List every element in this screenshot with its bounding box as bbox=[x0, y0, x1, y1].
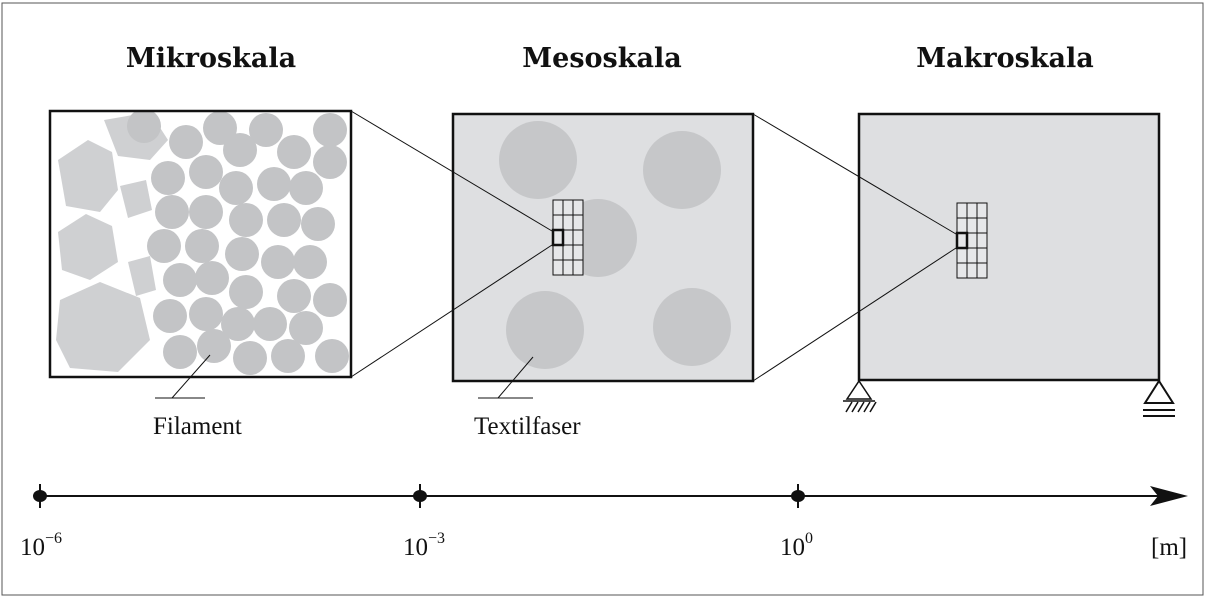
filament-circle bbox=[315, 339, 349, 373]
macro-panel-frame bbox=[857, 112, 1161, 382]
filament-circle bbox=[163, 335, 197, 369]
matrix-grain bbox=[58, 140, 118, 212]
filament-circle bbox=[277, 279, 311, 313]
zoom-line-meso-bottom bbox=[752, 247, 957, 382]
filament-circle bbox=[301, 207, 335, 241]
axis-arrowhead bbox=[1150, 486, 1188, 506]
textile-fiber-leader-line bbox=[497, 356, 534, 399]
filament-circle bbox=[127, 112, 161, 143]
axis-tick-label-1e-6: 10−6 bbox=[20, 530, 62, 561]
filament-circle bbox=[261, 245, 295, 279]
textile-fiber bbox=[653, 288, 731, 366]
filament-circle bbox=[271, 339, 305, 373]
filament-circle bbox=[229, 275, 263, 309]
filament-circle bbox=[221, 307, 255, 341]
matrix-grain bbox=[120, 180, 152, 218]
axis-unit-label: [m] bbox=[1151, 534, 1187, 561]
filament-circle bbox=[189, 195, 223, 229]
tick-base: 10 bbox=[403, 534, 428, 561]
roller-support-icon bbox=[1143, 379, 1175, 417]
meso-scale-title: Mesoskala bbox=[522, 43, 681, 74]
zoom-line-meso-top bbox=[752, 113, 957, 235]
filament-circle bbox=[289, 171, 323, 205]
filament-circle bbox=[253, 307, 287, 341]
filament-circle bbox=[155, 195, 189, 229]
tick-base: 10 bbox=[780, 534, 805, 561]
filament-circle bbox=[229, 203, 263, 237]
micro-filament-texture bbox=[52, 112, 349, 375]
tick-exponent: −3 bbox=[428, 530, 445, 547]
filament-circle bbox=[277, 135, 311, 169]
meso-mesh-grid bbox=[551, 199, 584, 276]
matrix-grain bbox=[58, 214, 118, 280]
filament-circle bbox=[189, 155, 223, 189]
filament-circle bbox=[313, 283, 347, 317]
micro-scale-title: Mikroskala bbox=[126, 43, 296, 74]
axis-tick-marker bbox=[33, 484, 47, 508]
matrix-grain bbox=[128, 256, 156, 296]
filament-circle bbox=[225, 237, 259, 271]
tick-exponent: 0 bbox=[805, 530, 813, 547]
filament-circle bbox=[195, 261, 229, 295]
filament-circle bbox=[153, 299, 187, 333]
filament-circle bbox=[197, 329, 231, 363]
filament-circle bbox=[249, 113, 283, 147]
micro-panel-frame bbox=[48, 109, 353, 379]
filament-circle bbox=[185, 229, 219, 263]
micro-texture-layer bbox=[52, 112, 349, 375]
zoom-connectors bbox=[350, 110, 957, 382]
axis-tick-marker bbox=[413, 484, 427, 508]
zoom-line-micro-top bbox=[350, 110, 553, 232]
filament-circle bbox=[293, 245, 327, 279]
axis-tick-label-1e0: 100 bbox=[780, 530, 813, 561]
filament-circle bbox=[233, 341, 267, 375]
tick-base: 10 bbox=[20, 534, 45, 561]
filament-circle bbox=[267, 203, 301, 237]
highlighted-cell bbox=[955, 231, 969, 250]
filament-circle bbox=[223, 133, 257, 167]
textile-fiber bbox=[506, 291, 584, 369]
mesh-grid-frame bbox=[956, 202, 988, 279]
filament-circle bbox=[313, 145, 347, 179]
axis-tick-label-1e-3: 10−3 bbox=[403, 530, 445, 561]
mesh-grid-frame bbox=[552, 199, 584, 276]
filament-leader-line bbox=[171, 354, 211, 399]
axis-tick-marker bbox=[791, 484, 805, 508]
meso-panel bbox=[451, 112, 755, 383]
filament-circle bbox=[219, 171, 253, 205]
macro-scale-title: Makroskala bbox=[916, 43, 1093, 74]
filament-circle bbox=[289, 311, 323, 345]
filament-circle bbox=[151, 161, 185, 195]
filament-circle bbox=[257, 167, 291, 201]
tick-exponent: −6 bbox=[45, 530, 62, 547]
textile-fiber bbox=[499, 121, 577, 199]
macro-mesh-grid bbox=[955, 202, 988, 279]
matrix-grain bbox=[56, 282, 150, 372]
filament-circle bbox=[189, 297, 223, 331]
length-scale-axis: 10−6 10−3 100 [m] bbox=[20, 484, 1188, 561]
filament-circle bbox=[203, 112, 237, 145]
textile-fiber bbox=[643, 131, 721, 209]
filament-circle bbox=[163, 263, 197, 297]
textile-fiber-label: Textilfaser bbox=[474, 413, 581, 440]
filament-label: Filament bbox=[153, 413, 242, 440]
zoom-line-micro-bottom bbox=[350, 244, 553, 378]
filament-circle bbox=[147, 229, 181, 263]
macro-panel bbox=[857, 112, 1161, 382]
micro-panel bbox=[48, 109, 353, 379]
pinned-support-icon bbox=[843, 379, 877, 413]
filament-circle bbox=[169, 125, 203, 159]
filament-circle bbox=[313, 113, 347, 147]
highlighted-cell bbox=[551, 228, 565, 247]
